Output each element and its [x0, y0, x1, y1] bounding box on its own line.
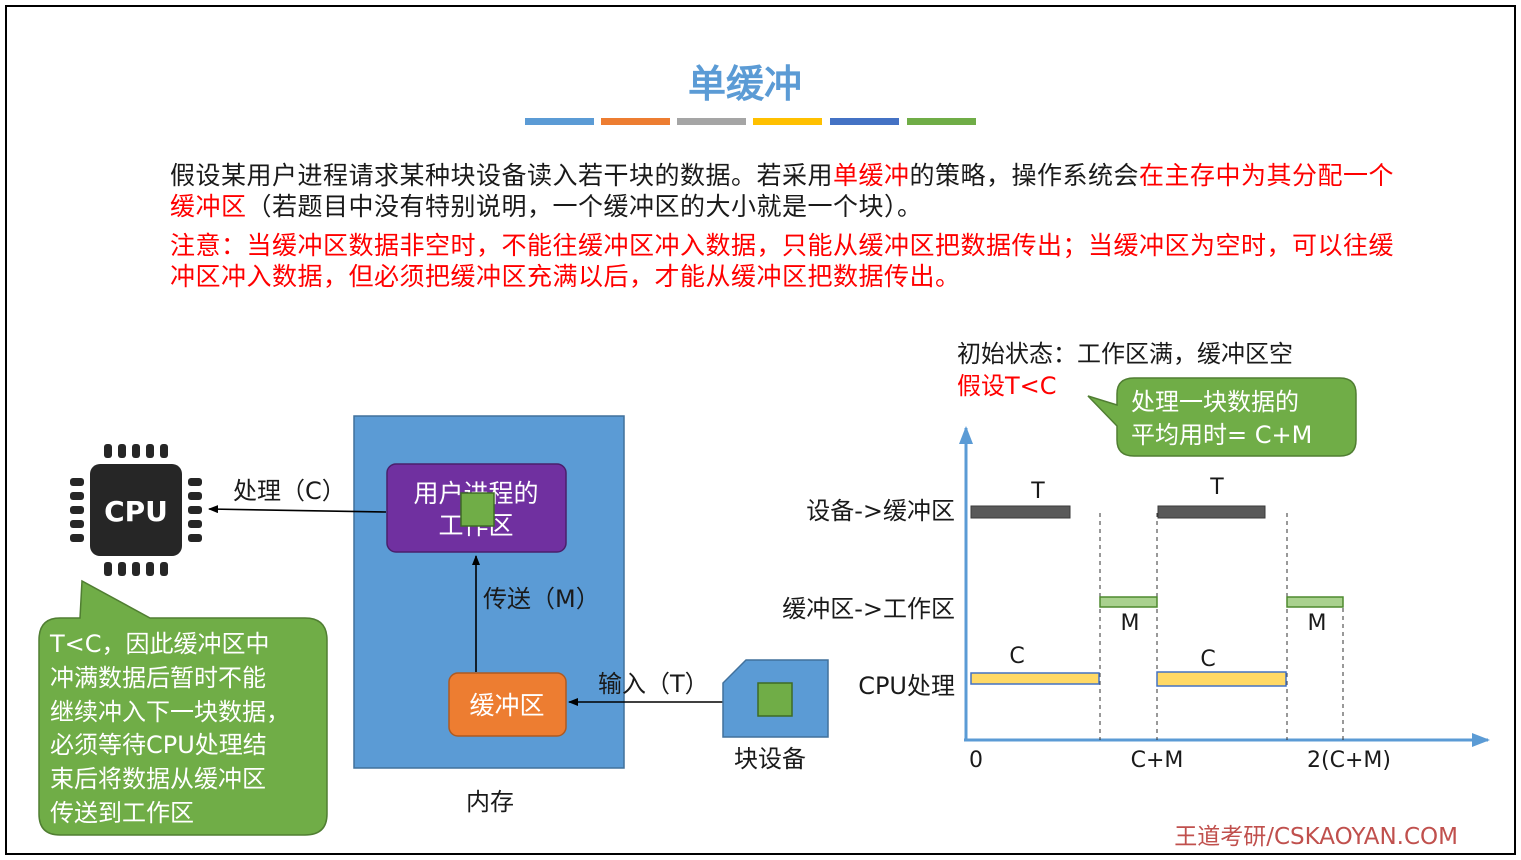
bar-M-2	[1286, 596, 1344, 608]
bar-T-2	[1157, 505, 1266, 519]
bar-C-2	[1156, 671, 1287, 687]
memory-label: 内存	[466, 788, 514, 816]
callout-line-4: 必须等待CPU处理结	[50, 731, 267, 759]
footer-brand: 王道考研/CSKAOYAN.COM	[1174, 824, 1458, 850]
stripe-orange	[601, 118, 670, 125]
slide-border	[5, 5, 1516, 855]
bar-T-1-label: T	[1030, 479, 1045, 504]
process-label: 处理（C）	[233, 477, 346, 505]
bubble-line-1: 处理一块数据的	[1131, 388, 1299, 416]
callout-line-3: 继续冲入下一块数据，	[50, 698, 290, 726]
intro-paragraph: 假设某用户进程请求某种块设备读入若干块的数据。若采用单缓冲的策略，操作系统会在主…	[170, 160, 1410, 222]
row-label-device-to-buffer: 设备->缓冲区	[806, 497, 955, 525]
assumption-text: 假设T<C	[957, 372, 1057, 400]
callout-line-1: T<C，因此缓冲区中	[49, 630, 270, 658]
process-arrow	[208, 505, 387, 514]
tick-label-0: 0	[969, 748, 983, 773]
input-label: 输入（T）	[598, 670, 709, 698]
bar-C-1	[970, 672, 1100, 685]
stripe-blue	[525, 118, 594, 125]
buffer-label: 缓冲区	[469, 691, 544, 720]
cpu-chip-icon: CPU	[70, 444, 202, 576]
bar-T-2-label: T	[1209, 475, 1224, 500]
transfer-label: 传送（M）	[483, 585, 600, 613]
data-block-in-workarea	[460, 492, 495, 527]
intro-text-3: （若题目中没有特别说明，一个缓冲区的大小就是一个块）。	[246, 192, 923, 221]
device-label: 块设备	[734, 745, 806, 773]
title-stripes	[525, 118, 976, 125]
callout-bubble	[38, 579, 328, 836]
bar-C-1-label: C	[1009, 644, 1024, 669]
stripe-darkblue	[830, 118, 899, 125]
intro-text-2: 的策略，操作系统会	[909, 161, 1140, 190]
bar-M-1-label: M	[1121, 611, 1140, 636]
tick-label-2-c-plus-m: 2(C+M)	[1307, 748, 1391, 773]
callout-line-5: 束后将数据从缓冲区	[50, 765, 266, 793]
bar-T-1	[970, 505, 1071, 519]
intro-text-1: 假设某用户进程请求某种块设备读入若干块的数据。若采用	[170, 161, 834, 190]
row-label-cpu-processing: CPU处理	[858, 672, 955, 700]
bar-M-2-label: M	[1308, 611, 1327, 636]
intro-keyword-single-buffer: 单缓冲	[833, 161, 910, 190]
average-time-bubble	[1087, 377, 1357, 457]
bubble-line-2: 平均用时= C+M	[1131, 421, 1312, 449]
cpu-label: CPU	[104, 495, 168, 528]
page-title: 单缓冲	[688, 62, 802, 106]
data-block-in-device	[757, 682, 793, 717]
initial-state-text: 初始状态：工作区满，缓冲区空	[957, 340, 1293, 368]
callout-line-2: 冲满数据后暂时不能	[50, 664, 266, 692]
stripe-green	[907, 118, 976, 125]
buffer-box	[448, 672, 567, 737]
stripe-yellow	[753, 118, 822, 125]
tick-label-c-plus-m: C+M	[1131, 748, 1184, 773]
note-paragraph: 注意：当缓冲区数据非空时，不能往缓冲区冲入数据，只能从缓冲区把数据传出；当缓冲区…	[170, 231, 1395, 291]
intro-keyword-allocate-buffer: 在主存中为其分配一个缓冲区	[170, 161, 1395, 221]
row-label-buffer-to-workarea: 缓冲区->工作区	[782, 595, 955, 623]
callout-line-6: 传送到工作区	[50, 799, 194, 827]
bar-C-2-label: C	[1200, 647, 1215, 672]
bar-M-1	[1099, 596, 1158, 608]
stripe-gray	[677, 118, 746, 125]
